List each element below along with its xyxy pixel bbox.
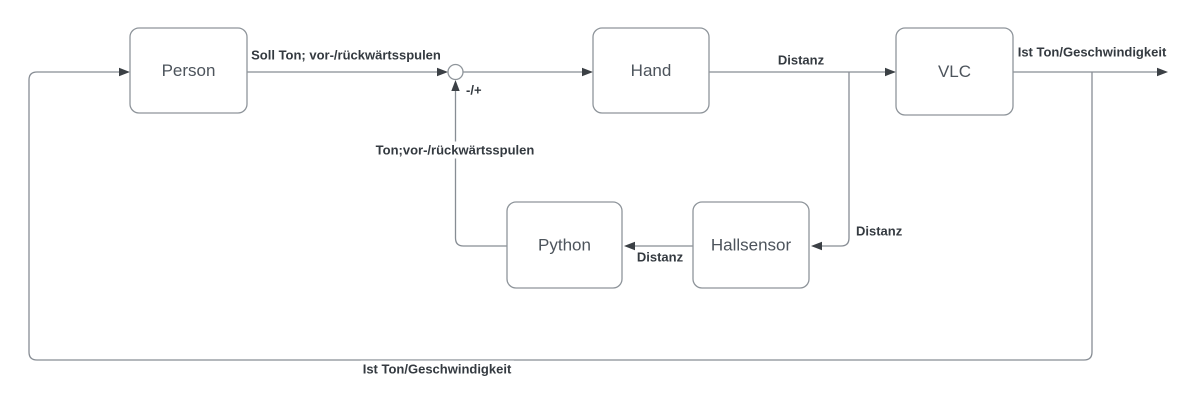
node-hand-label: Hand xyxy=(631,61,672,80)
arrowhead-distanz-branch-to-hallsensor xyxy=(811,241,822,251)
label-sum-sign-minus-plus: -/+ xyxy=(466,83,482,98)
arrowhead-python-to-sum-junction xyxy=(451,80,460,91)
label-bg-distanz-hallsensor-to-python xyxy=(634,248,686,266)
node-person: Person xyxy=(129,27,248,114)
label-soll-ton-vor-rueckwaertsspulen: Soll Ton; vor-/rückwärtsspulen xyxy=(251,48,441,63)
node-hand-box xyxy=(592,27,710,114)
arrowhead-vlc-to-output xyxy=(1157,67,1168,77)
node-hallsensor: Hallsensor xyxy=(692,201,810,289)
label-distanz-hallsensor-to-python: Distanz xyxy=(637,250,684,265)
nodes-layer: Person Hand VLC Python Hallsensor xyxy=(129,27,1014,289)
node-vlc-label: VLC xyxy=(938,62,971,81)
node-vlc-box xyxy=(895,27,1014,116)
label-ist-ton-geschwindigkeit-bottom: Ist Ton/Geschwindigkeit xyxy=(363,362,512,377)
arrowhead-person-to-sum-junction xyxy=(437,67,448,77)
edges-layer xyxy=(28,71,1157,361)
node-python-box xyxy=(506,201,623,289)
arrowheads-layer xyxy=(119,67,1168,251)
node-person-label: Person xyxy=(162,61,216,80)
label-bg-ist-ton-geschwindigkeit-bottom xyxy=(360,360,514,378)
label-distanz-branch: Distanz xyxy=(856,224,903,239)
edge-python-to-sum-junction xyxy=(454,91,507,247)
edge-labels-layer: Soll Ton; vor-/rückwärtsspulen -/+ Distanz… xyxy=(249,43,1169,378)
node-hallsensor-label: Hallsensor xyxy=(711,236,792,255)
node-vlc: VLC xyxy=(895,27,1014,116)
junction-layer xyxy=(447,63,464,81)
arrowhead-hand-to-vlc xyxy=(885,67,896,77)
edge-feedback-loop-to-person xyxy=(28,71,1093,361)
edge-distanz-branch-to-hallsensor xyxy=(822,72,850,247)
label-bg-distanz-branch xyxy=(854,222,905,240)
arrowhead-hallsensor-to-python xyxy=(624,241,635,251)
label-ton-vor-rueckwaertsspulen: Ton;vor-/rückwärtsspulen xyxy=(376,143,535,158)
node-hallsensor-box xyxy=(692,201,810,289)
node-hand: Hand xyxy=(592,27,710,114)
label-bg-ist-ton-geschwindigkeit-top xyxy=(1015,43,1169,61)
sum-junction xyxy=(447,63,464,81)
node-python-label: Python xyxy=(538,236,591,255)
label-bg-ton-vor-rueckwaertsspulen xyxy=(373,141,537,159)
arrowhead-feedback-loop-to-person xyxy=(119,67,130,77)
label-distanz-hand-to-vlc: Distanz xyxy=(778,53,825,68)
label-bg-sum-sign-minus-plus xyxy=(464,81,484,99)
node-python: Python xyxy=(506,201,623,289)
label-bg-soll-ton-vor-rueckwaertsspulen xyxy=(249,46,443,64)
node-person-box xyxy=(129,27,248,114)
label-bg-distanz-hand-to-vlc xyxy=(775,51,827,69)
arrowhead-sum-junction-to-hand xyxy=(582,67,593,77)
label-ist-ton-geschwindigkeit-top: Ist Ton/Geschwindigkeit xyxy=(1018,45,1167,60)
